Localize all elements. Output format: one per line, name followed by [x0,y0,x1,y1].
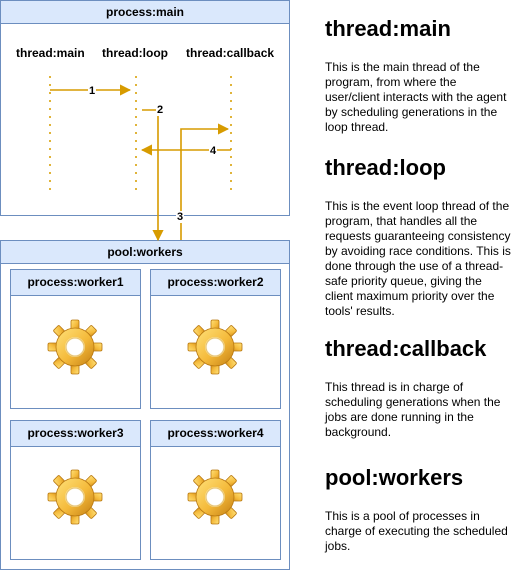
worker-box-2: process:worker2 [150,269,281,409]
arrow-2 [142,109,164,242]
edge-label-3: 3 [176,211,185,223]
desc-text-thread-callback: This thread is in charge of scheduling g… [325,380,501,439]
worker-title-4: process:worker4 [151,421,280,447]
process-main-title: process:main [1,1,289,24]
desc-title-thread-callback: thread:callback [325,336,487,361]
desc-title-pool-workers: pool:workers [325,465,464,490]
worker-title-3: process:worker3 [11,421,140,447]
worker-box-1: process:worker1 [10,269,141,409]
pool-workers-title: pool:workers [1,241,289,264]
desc-text-thread-loop: This is the event loop thread of the pro… [325,199,511,318]
lane-label-thread-loop: thread:loop [102,46,168,60]
edge-label-1: 1 [88,85,97,97]
desc-title-thread-loop: thread:loop [325,155,446,180]
desc-text-thread-main: This is the main thread of the program, … [325,60,507,134]
arrow-3 [180,123,230,240]
edge-label-2: 2 [156,104,165,116]
lane-label-thread-main: thread:main [16,46,85,60]
worker-title-1: process:worker1 [11,270,140,296]
lane-label-thread-callback: thread:callback [186,46,275,60]
desc-title-thread-main: thread:main [325,16,451,41]
worker-title-2: process:worker2 [151,270,280,296]
desc-text-pool-workers: This is a pool of processes in charge of… [325,509,508,553]
process-main-container: process:main [0,0,290,216]
edge-label-4: 4 [209,145,218,157]
